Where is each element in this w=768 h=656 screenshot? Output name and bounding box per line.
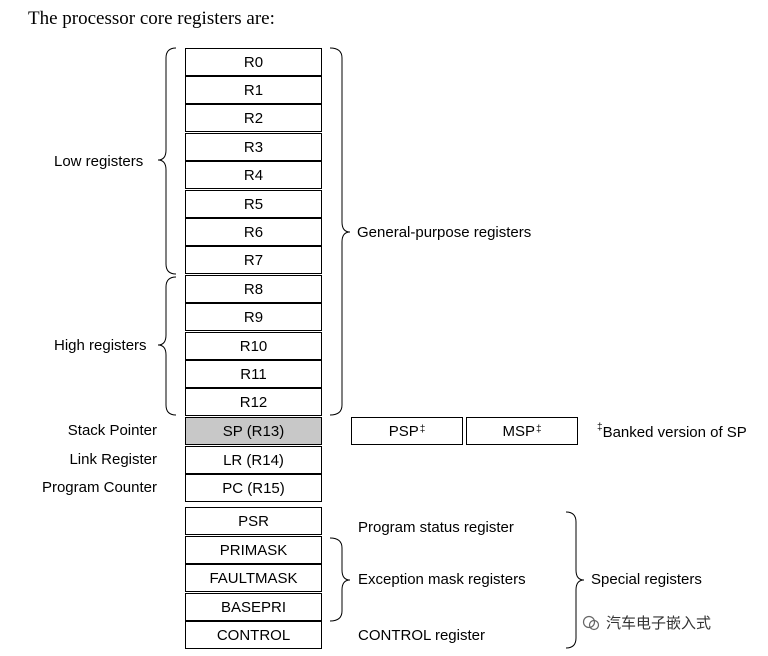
high-registers-brace bbox=[157, 276, 177, 416]
watermark: 汽车电子嵌入式 bbox=[582, 612, 711, 633]
low-registers-label: Low registers bbox=[54, 153, 144, 170]
register-msp: MSP‡ bbox=[466, 417, 578, 445]
high-registers-label: High registers bbox=[54, 337, 147, 354]
intro-text: The processor core registers are: bbox=[28, 8, 275, 29]
msp-mark: ‡ bbox=[535, 423, 542, 435]
exception-mask-brace bbox=[329, 537, 351, 622]
register-r1: R1 bbox=[185, 76, 322, 104]
register-r8: R8 bbox=[185, 275, 322, 303]
wechat-icon bbox=[582, 615, 600, 630]
register-basepri: BASEPRI bbox=[185, 593, 322, 621]
banked-note: ‡Banked version of SP bbox=[596, 422, 747, 441]
register-primask: PRIMASK bbox=[185, 536, 322, 564]
register-r12: R12 bbox=[185, 388, 322, 416]
register-r0: R0 bbox=[185, 48, 322, 76]
register-psr: PSR bbox=[185, 507, 322, 535]
psp-mark: ‡ bbox=[419, 423, 426, 435]
register-lr: LR (R14) bbox=[185, 446, 322, 474]
stack-pointer-label: Stack Pointer bbox=[67, 422, 157, 439]
psp-label: PSP bbox=[388, 422, 419, 440]
register-r6: R6 bbox=[185, 218, 322, 246]
low-registers-brace bbox=[157, 47, 177, 275]
register-r10: R10 bbox=[185, 332, 322, 360]
register-r2: R2 bbox=[185, 104, 322, 132]
banked-note-text: Banked version of SP bbox=[602, 424, 747, 441]
general-purpose-brace bbox=[329, 47, 351, 416]
watermark-text: 汽车电子嵌入式 bbox=[606, 614, 712, 632]
link-register-label: Link Register bbox=[69, 451, 157, 468]
register-r11: R11 bbox=[185, 360, 322, 388]
register-faultmask: FAULTMASK bbox=[185, 564, 322, 592]
exception-mask-description: Exception mask registers bbox=[358, 571, 526, 588]
control-description: CONTROL register bbox=[358, 627, 485, 644]
psr-description: Program status register bbox=[358, 519, 514, 536]
register-pc: PC (R15) bbox=[185, 474, 322, 502]
special-registers-label: Special registers bbox=[591, 571, 702, 588]
register-r5: R5 bbox=[185, 190, 322, 218]
register-r9: R9 bbox=[185, 303, 322, 331]
register-psp: PSP‡ bbox=[351, 417, 463, 445]
register-r4: R4 bbox=[185, 161, 322, 189]
register-sp: SP (R13) bbox=[185, 417, 322, 445]
program-counter-label: Program Counter bbox=[41, 479, 157, 496]
register-control: CONTROL bbox=[185, 621, 322, 649]
msp-label: MSP bbox=[502, 422, 535, 440]
banked-note-mark: ‡ bbox=[597, 422, 603, 433]
register-r7: R7 bbox=[185, 246, 322, 274]
general-purpose-label: General-purpose registers bbox=[357, 224, 532, 241]
register-r3: R3 bbox=[185, 133, 322, 161]
special-registers-brace bbox=[565, 511, 585, 649]
